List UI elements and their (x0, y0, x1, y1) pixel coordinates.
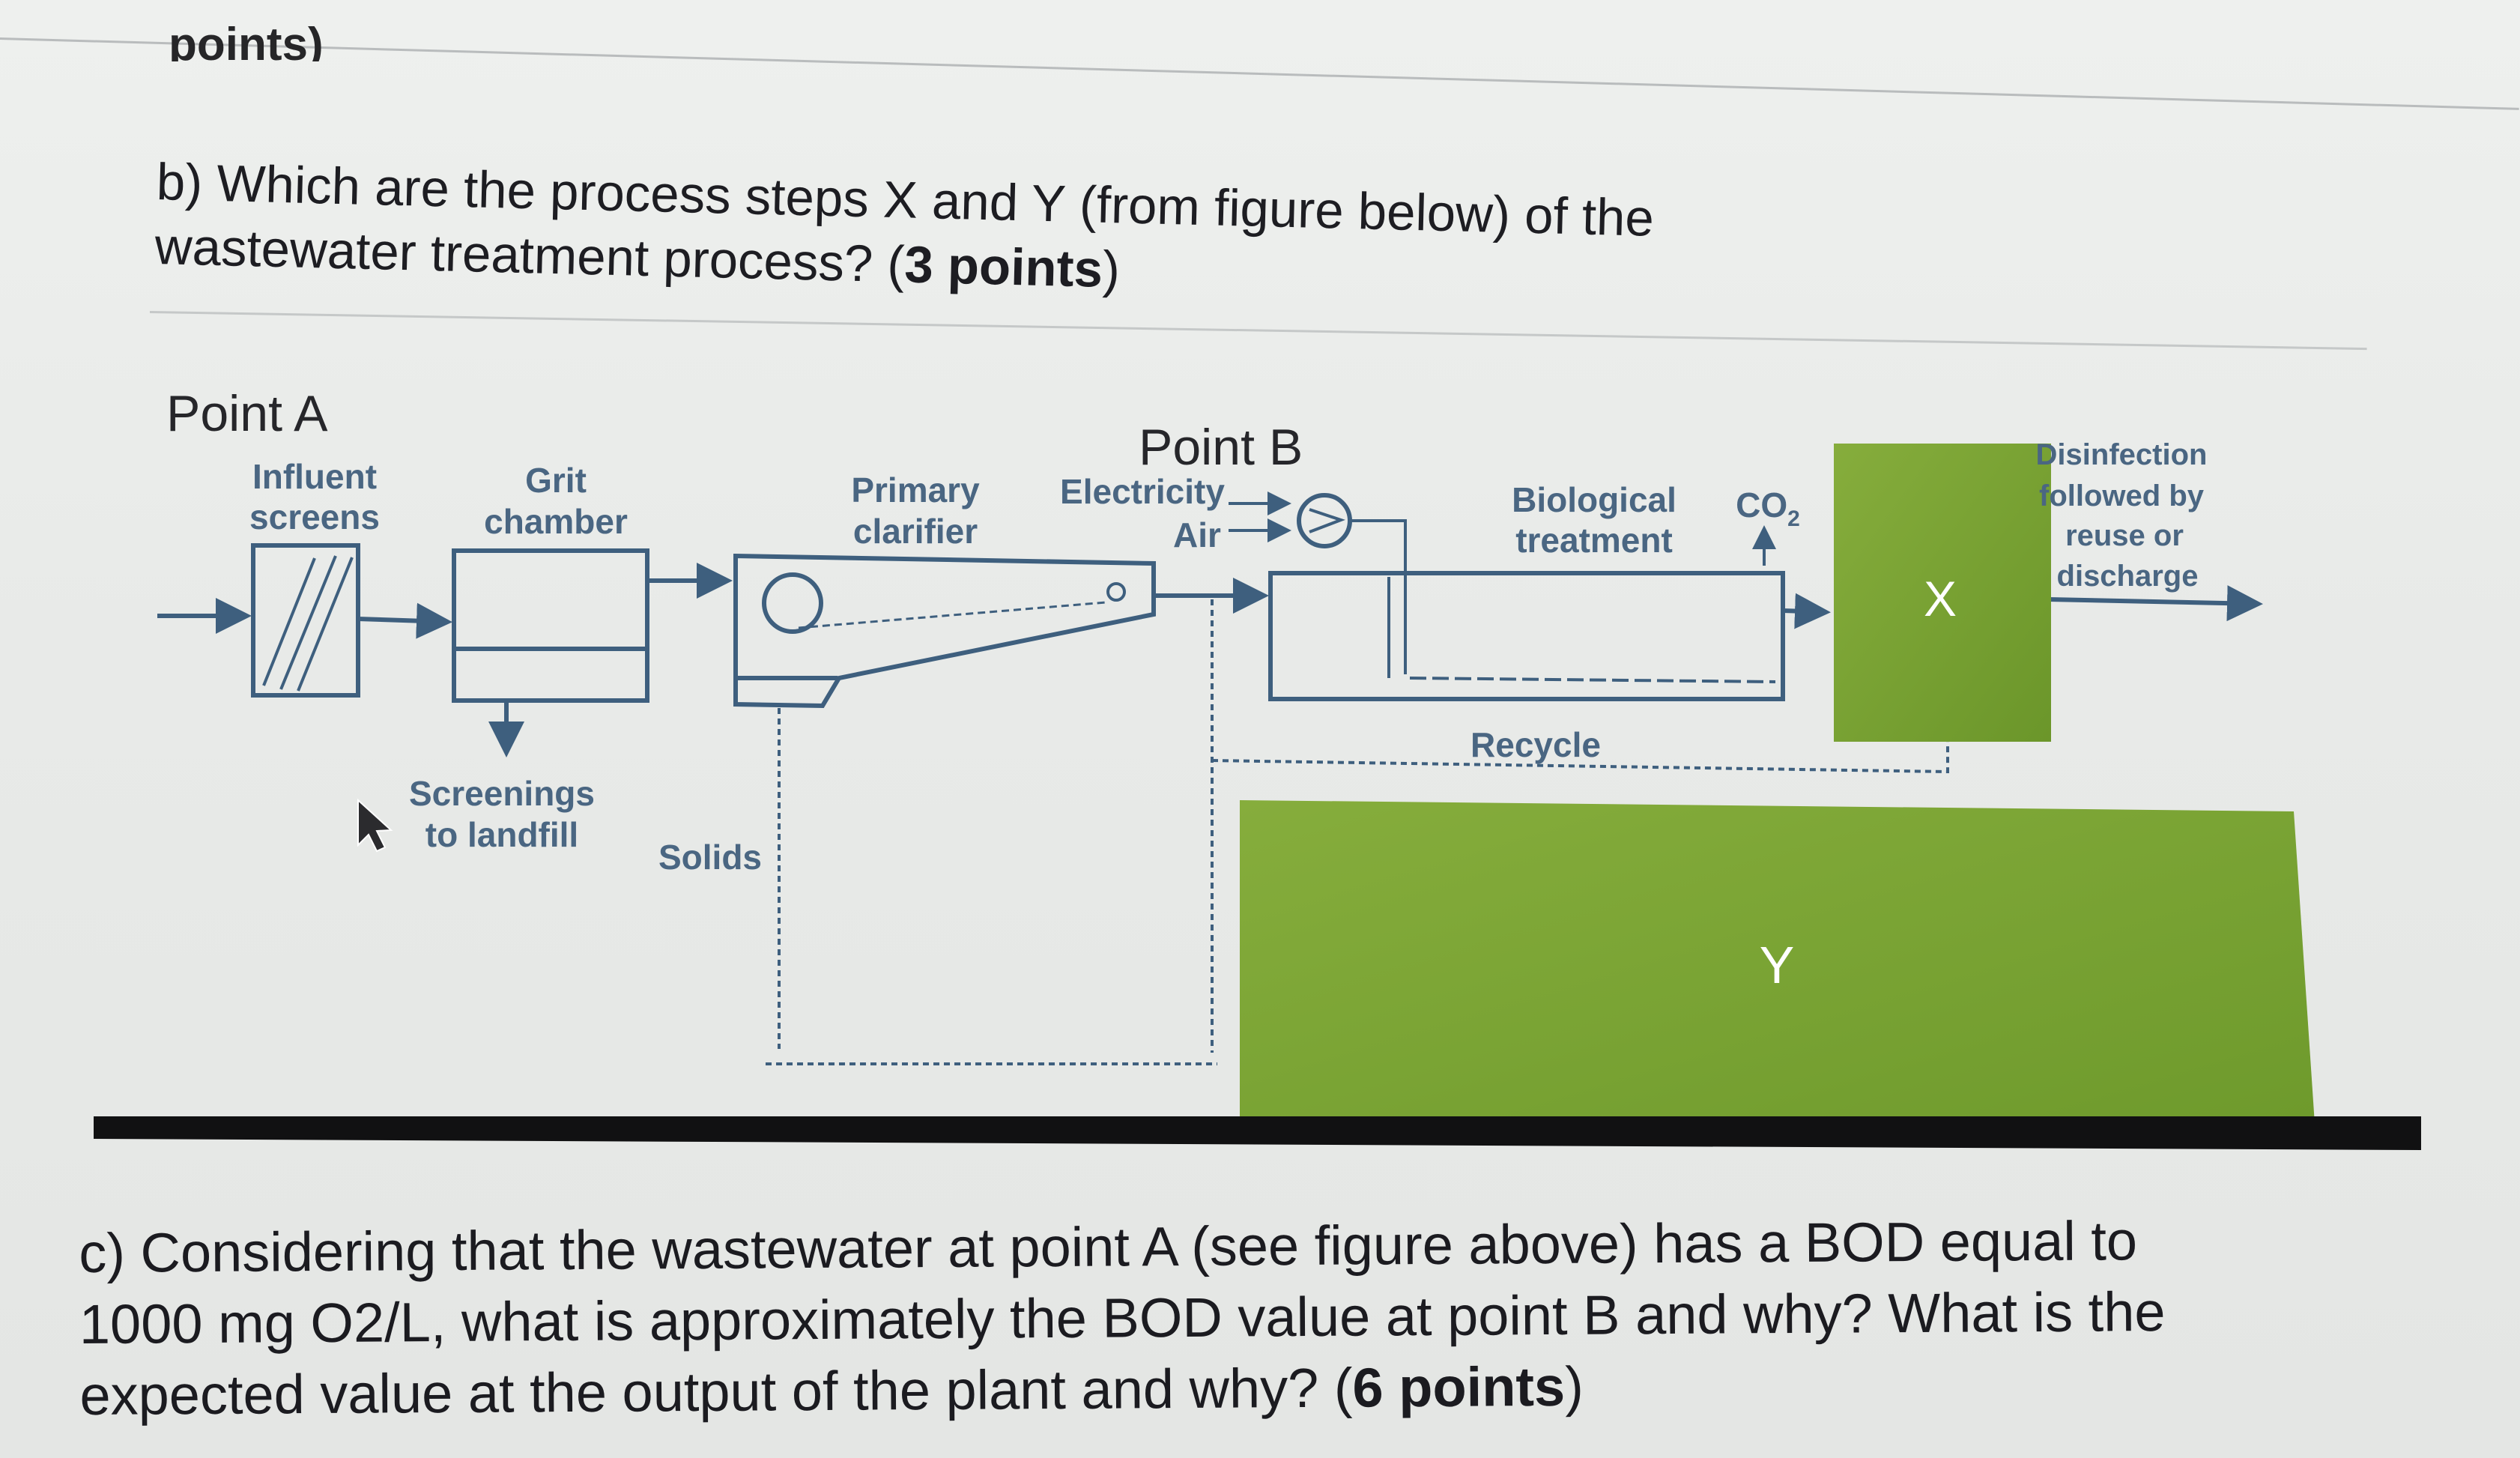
air-label: Air (1173, 515, 1221, 554)
mouse-pointer-icon (357, 798, 393, 853)
primary-clarifier-box (733, 553, 1156, 709)
point-a-label: Point A (166, 385, 328, 442)
clarifier-center-well (762, 572, 823, 634)
screenings-label-2: to landfill (425, 815, 578, 854)
screen-bars (262, 555, 354, 692)
process-y-label: Y (1760, 936, 1795, 994)
air-supply-line (1350, 519, 1407, 674)
primary-clarifier-label-2: clarifier (853, 512, 978, 551)
influent-screens-label-1: Influent (252, 457, 377, 496)
screens-to-grit-arrow (357, 602, 452, 639)
influent-screens-label-2: screens (249, 497, 380, 536)
question-c-points: 6 points (1352, 1355, 1566, 1419)
question-c-line-3: expected value at the output of the plan… (79, 1355, 1584, 1427)
primary-clarifier-label-1: Primary (851, 471, 980, 509)
diffusers (1409, 677, 1776, 683)
effluent-arrow (2048, 585, 2263, 622)
process-x-box (1834, 444, 2051, 742)
question-c-line-2: 1000 mg O2/L, what is approximately the … (79, 1280, 2166, 1355)
question-c: c) Considering that the wastewater at po… (79, 1203, 2440, 1431)
grit-chamber-label-2: chamber (484, 502, 628, 541)
figure-bottom-bar (94, 1116, 2421, 1150)
disinfection-label-3: reuse or (2065, 519, 2184, 552)
previous-question-tail: points) (169, 19, 324, 61)
sludge-lines (766, 599, 1949, 1065)
disinfection-label-2: followed by (2039, 480, 2205, 512)
electricity-label: Electricity (1060, 472, 1225, 511)
process-y-box (1240, 800, 2315, 1124)
biological-to-x-arrow (1782, 593, 1831, 629)
biological-tank (1268, 571, 1785, 701)
point-b-label: Point B (1139, 419, 1303, 476)
disinfection-label-4: discharge (2057, 560, 2199, 593)
screenings-label-1: Screenings (409, 774, 595, 813)
solids-label: Solids (658, 838, 762, 877)
process-x-label: X (1924, 571, 1957, 626)
grit-chamber-box (452, 548, 649, 703)
disinfection-label-1: Disinfection (2036, 438, 2208, 471)
grit-chamber-label-1: Grit (525, 461, 587, 500)
biological-treatment-label-1: Biological (1512, 480, 1677, 519)
biological-treatment-label-2: treatment (1515, 521, 1673, 560)
co2-label: CO2 (1736, 486, 1800, 531)
recycle-label: Recycle (1470, 725, 1601, 764)
